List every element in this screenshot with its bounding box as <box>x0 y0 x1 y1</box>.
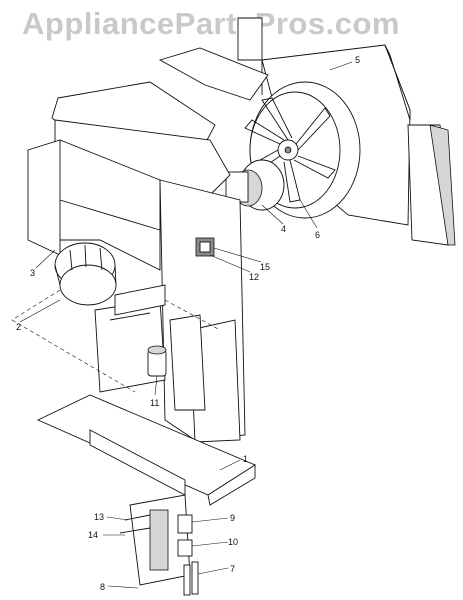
callout-1: 1 <box>243 454 248 464</box>
callout-12: 12 <box>249 272 259 282</box>
callout-6: 6 <box>315 230 320 240</box>
watermark-text: AppliancePartsPros.com <box>22 6 400 41</box>
top-cover-panel[interactable] <box>51 47 269 196</box>
callout-7: 7 <box>230 564 235 574</box>
callout-10: 10 <box>228 537 238 547</box>
callout-2: 2 <box>16 322 21 332</box>
callout-5: 5 <box>355 55 360 65</box>
rotary-switch[interactable] <box>195 237 215 257</box>
fan-motor[interactable] <box>225 159 285 211</box>
callout-labels: 5 6 4 15 12 3 2 11 1 9 10 7 13 14 8 <box>16 55 360 592</box>
alignment-guides <box>11 289 221 393</box>
leader-lines <box>19 61 353 589</box>
callout-9: 9 <box>230 513 235 523</box>
callout-3: 3 <box>30 268 35 278</box>
cabinet-frame[interactable] <box>27 139 246 443</box>
control-bracket[interactable] <box>94 284 166 393</box>
capacitor[interactable] <box>147 345 167 377</box>
callout-11: 11 <box>150 398 159 408</box>
callout-14: 14 <box>88 530 98 540</box>
control-box[interactable] <box>119 494 199 596</box>
callout-4: 4 <box>281 224 286 234</box>
callout-13: 13 <box>94 512 104 522</box>
base-pan[interactable] <box>36 394 256 506</box>
callout-8: 8 <box>100 582 105 592</box>
callout-15: 15 <box>260 262 270 272</box>
blower-wheel[interactable] <box>54 242 117 306</box>
